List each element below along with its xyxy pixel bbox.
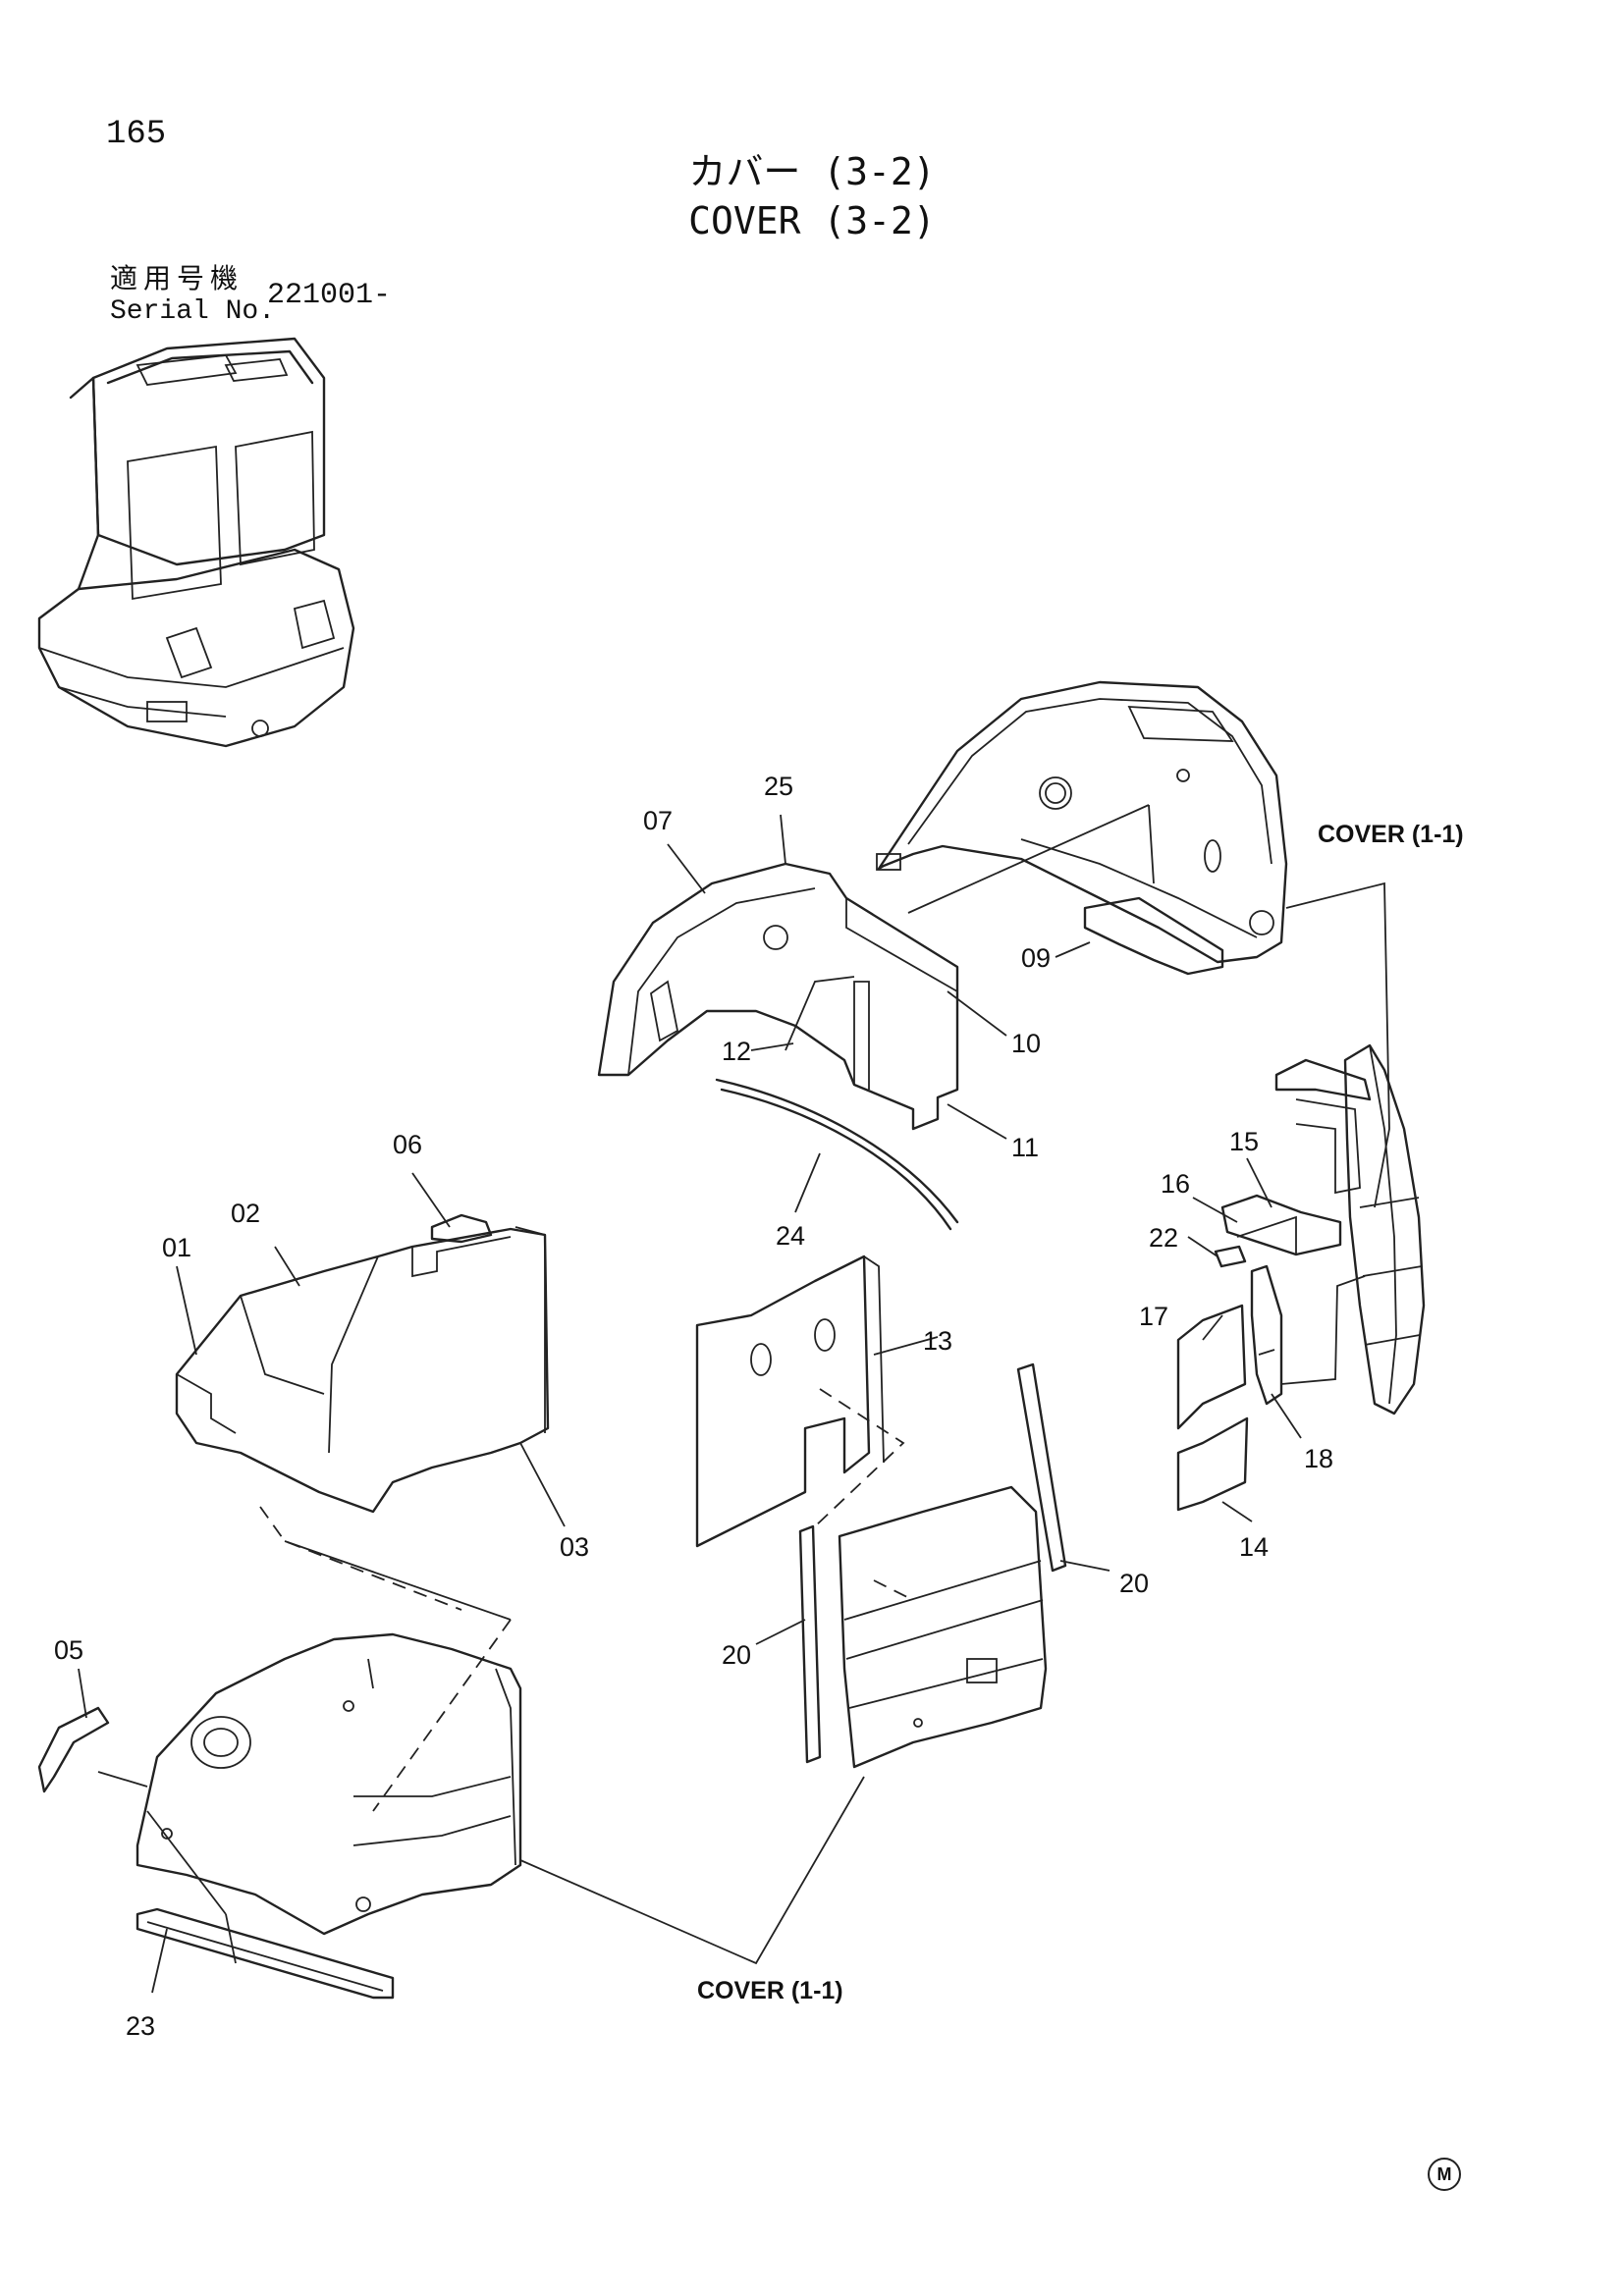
part-24-strip (715, 1078, 959, 1231)
assembly-line (873, 1579, 914, 1601)
part-14-panel (1176, 1416, 1249, 1512)
callout-16: 16 (1161, 1169, 1190, 1199)
title-block: カバー (3-2) COVER (3-2) (0, 147, 1624, 245)
part-18-bracket (1250, 1264, 1283, 1406)
part-09-bracket (1083, 896, 1224, 976)
part-23-seal-strip (135, 1907, 395, 2000)
machine-cab-illustration (37, 337, 355, 748)
serial-label-block: 適用号機 Serial No. (110, 257, 275, 327)
callout-23: 23 (126, 2011, 155, 2041)
part-lower-side-cover (135, 1632, 522, 1936)
part-07-side-cover (597, 862, 959, 1131)
title-english: COVER (3-2) (688, 199, 936, 242)
reference-label-cover-upper: COVER (1-1) (1318, 821, 1464, 848)
title-japanese: カバー (3-2) (688, 150, 936, 193)
part-right-side-cover (1274, 1043, 1426, 1415)
callout-12: 12 (722, 1037, 751, 1066)
assembly-line (225, 1913, 237, 1964)
callout-24: 24 (776, 1221, 805, 1251)
m-mark-icon: M (1428, 2158, 1461, 2191)
reference-bracket-lower (1280, 1275, 1366, 1385)
part-20-strip-left (798, 1524, 822, 1764)
reference-label-cover-lower: COVER (1-1) (697, 1977, 843, 2004)
callout-20-left: 20 (722, 1640, 751, 1670)
part-16-block (1220, 1194, 1342, 1256)
callout-18: 18 (1304, 1444, 1333, 1473)
callout-03: 03 (560, 1532, 589, 1562)
callout-15: 15 (1229, 1127, 1259, 1156)
assembly-line (284, 1540, 512, 1621)
callout-17: 17 (1139, 1302, 1168, 1331)
callout-22: 22 (1149, 1223, 1178, 1253)
callout-11: 11 (1011, 1133, 1039, 1162)
callout-02: 02 (231, 1199, 260, 1228)
assembly-line (97, 1771, 148, 1788)
callout-25: 25 (764, 772, 793, 801)
callout-06: 06 (393, 1130, 422, 1159)
assembly-line (814, 1388, 905, 1527)
serial-label-japanese: 適用号機 (110, 262, 244, 294)
assembly-line (372, 1619, 512, 1812)
part-rear-counter-cover (838, 1485, 1048, 1769)
callout-leaders (78, 814, 1302, 1994)
part-20-strip-right (1016, 1362, 1067, 1573)
reference-bracket-lower (519, 1776, 865, 1965)
callout-01: 01 (162, 1233, 191, 1262)
callout-13: 13 (923, 1326, 952, 1356)
part-13-plate (695, 1255, 885, 1548)
assembly-line (907, 804, 1150, 914)
assembly-line (146, 1810, 227, 1915)
callout-05: 05 (54, 1635, 83, 1665)
part-hood-cover (876, 680, 1288, 964)
callout-10: 10 (1011, 1029, 1041, 1058)
serial-label-english: Serial No. (110, 296, 276, 327)
callout-14: 14 (1239, 1532, 1269, 1562)
part-06-cap (430, 1213, 493, 1244)
assembly-line (259, 1506, 462, 1611)
part-22-pad (1214, 1245, 1247, 1268)
callout-07: 07 (643, 806, 673, 835)
assembly-line (1148, 804, 1155, 884)
callout-09: 09 (1021, 943, 1051, 973)
part-05-strip (37, 1706, 110, 1793)
reference-bracket-upper (1285, 881, 1390, 1208)
part-01-02-03-cover (175, 1226, 550, 1514)
serial-number-value: 221001- (267, 279, 392, 312)
page-number: 165 (106, 116, 167, 153)
part-17-panel (1176, 1304, 1247, 1430)
callout-20-right: 20 (1119, 1569, 1149, 1598)
